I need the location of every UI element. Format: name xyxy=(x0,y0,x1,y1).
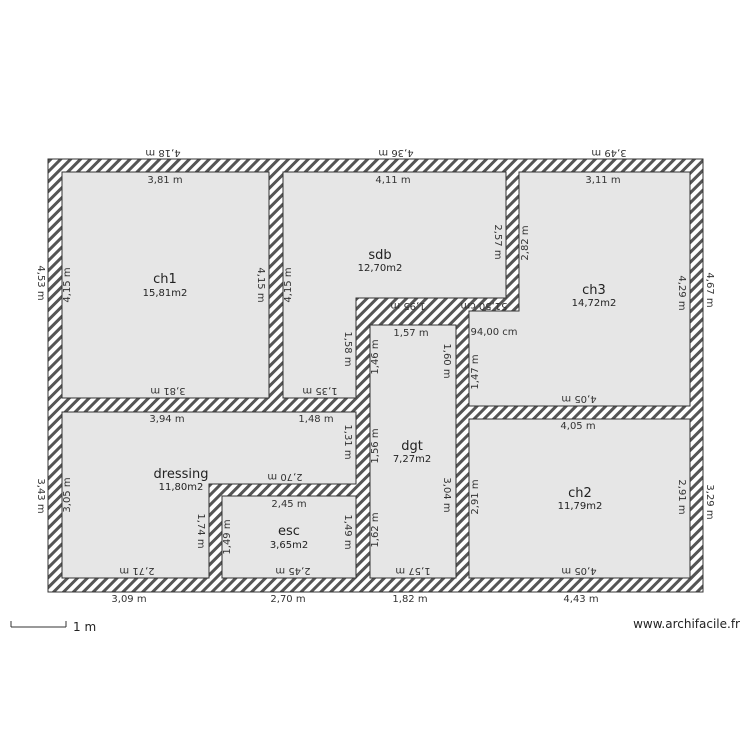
dim-esc-top: 2,45 m xyxy=(271,499,306,510)
dim-ch1-left: 4,15 m xyxy=(62,267,73,302)
dim-dressing-step-top: 2,70 m xyxy=(267,471,302,482)
dim-dressing-top-right: 1,48 m xyxy=(298,414,333,425)
room-area-dgt: 7,27m2 xyxy=(393,454,431,465)
dim-ext-left-upper: 4,53 m xyxy=(35,265,46,300)
dim-ch1-bottom: 3,81 m xyxy=(150,385,185,396)
dim-dressing-top-left: 3,94 m xyxy=(149,414,184,425)
dim-bottom-ext-2: 2,70 m xyxy=(270,594,305,605)
dim-ch2-left: 2,91 m xyxy=(470,479,481,514)
room-name-ch3: ch3 xyxy=(582,283,606,298)
dim-bottom-ext-4: 4,43 m xyxy=(563,594,598,605)
room-area-ch1: 15,81m2 xyxy=(143,288,188,299)
room-name-esc: esc xyxy=(278,524,300,539)
dim-ch1-right: 4,15 m xyxy=(255,267,266,302)
room-ch2[interactable] xyxy=(468,418,691,579)
dim-dressing-right: 1,31 m xyxy=(342,424,353,459)
dim-sdb-bottom-left: 1,35 m xyxy=(302,385,337,396)
room-name-ch1: ch1 xyxy=(153,272,177,287)
dim-ch2-right: 2,91 m xyxy=(676,479,687,514)
dim-ch3-bottom: 4,05 m xyxy=(561,393,596,404)
website-credit: www.archifacile.fr xyxy=(633,617,740,631)
dim-ch3-top: 3,11 m xyxy=(585,175,620,186)
dim-dressing-bottom: 2,71 m xyxy=(119,565,154,576)
room-sdb[interactable] xyxy=(282,171,507,399)
dim-sdb-step-small: 51,50 cm xyxy=(460,300,507,311)
dim-top-ext-1: 4,18 m xyxy=(145,147,180,158)
room-area-dressing: 11,80m2 xyxy=(159,482,204,493)
dim-top-ext-2: 4,36 m xyxy=(378,147,413,158)
dim-ch1-top: 3,81 m xyxy=(147,175,182,186)
room-ch1[interactable] xyxy=(61,171,270,399)
dim-esc-right: 1,49 m xyxy=(342,514,353,549)
dim-ch3-left-lower: 1,47 m xyxy=(470,354,481,389)
dim-dgt-left-mid: 1,56 m xyxy=(370,428,381,463)
dim-sdb-bottom-right: 1,95 m xyxy=(390,300,425,311)
room-name-ch2: ch2 xyxy=(568,486,592,501)
room-esc[interactable] xyxy=(221,495,357,579)
dim-ext-left-lower: 3,43 m xyxy=(35,478,46,513)
dim-ch2-top: 4,05 m xyxy=(560,421,595,432)
room-area-esc: 3,65m2 xyxy=(270,540,308,551)
dim-sdb-left: 4,15 m xyxy=(283,267,294,302)
dim-ch3-left-upper: 2,82 m xyxy=(520,225,531,260)
dim-dressing-step-v: 1,74 m xyxy=(195,513,206,548)
scale-bar xyxy=(10,621,67,628)
dim-ext-right-upper: 4,67 m xyxy=(704,272,715,307)
dim-sdb-top: 4,11 m xyxy=(375,175,410,186)
dim-bottom-ext-3: 1,82 m xyxy=(392,594,427,605)
dim-ext-right-lower: 3,29 m xyxy=(704,484,715,519)
dim-top-ext-3: 3,49 m xyxy=(591,147,626,158)
room-area-sdb: 12,70m2 xyxy=(358,263,403,274)
dim-dgt-right-lower: 3,04 m xyxy=(441,477,452,512)
dim-esc-left: 1,49 m xyxy=(222,519,233,554)
dim-ch3-right: 4,29 m xyxy=(676,275,687,310)
dim-ch3-cm: 94,00 cm xyxy=(470,327,517,338)
dim-esc-bottom: 2,45 m xyxy=(275,565,310,576)
room-name-dgt: dgt xyxy=(401,439,423,454)
room-dressing[interactable] xyxy=(61,411,357,579)
dim-sdb-step-v: 1,58 m xyxy=(342,331,353,366)
room-dgt[interactable] xyxy=(369,324,457,579)
dim-dgt-top: 1,57 m xyxy=(393,328,428,339)
room-area-ch3: 14,72m2 xyxy=(572,298,617,309)
room-name-sdb: sdb xyxy=(368,248,391,263)
room-area-ch2: 11,79m2 xyxy=(558,501,603,512)
dim-bottom-ext-1: 3,09 m xyxy=(111,594,146,605)
room-ch3[interactable] xyxy=(468,171,691,407)
room-name-dressing: dressing xyxy=(154,467,209,482)
dim-dgt-left-lower: 1,62 m xyxy=(370,512,381,547)
dim-sdb-right: 2,57 m xyxy=(492,224,503,259)
dim-dressing-left: 3,05 m xyxy=(62,477,73,512)
dim-dgt-bottom: 1,57 m xyxy=(395,565,430,576)
dim-dgt-left-upper: 1,46 m xyxy=(370,339,381,374)
scale-label: 1 m xyxy=(73,620,96,634)
dim-ch2-bottom: 4,05 m xyxy=(561,565,596,576)
dim-dgt-right-upper: 1,60 m xyxy=(441,343,452,378)
